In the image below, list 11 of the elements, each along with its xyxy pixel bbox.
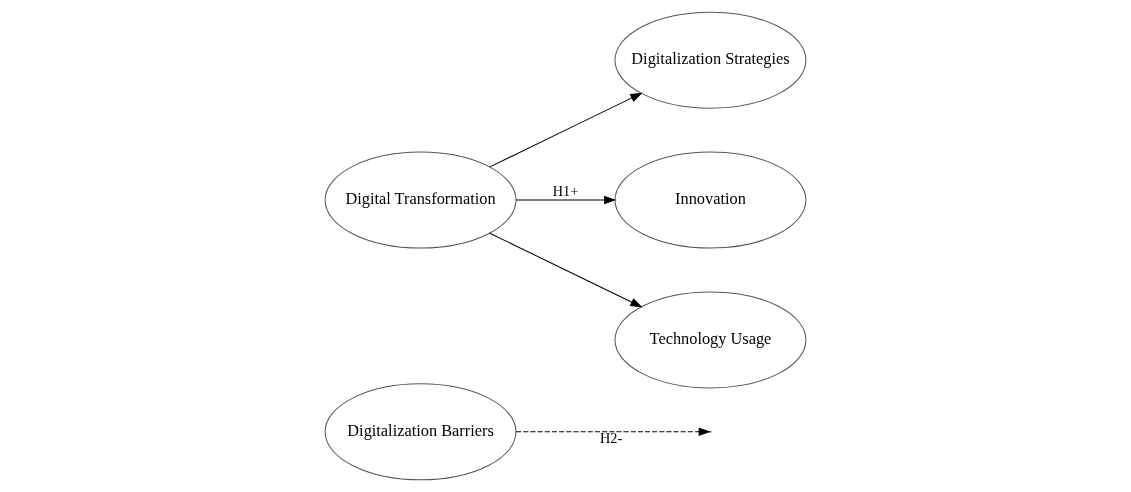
arrow [489,92,643,168]
arrow [489,232,643,308]
node-ellipse: Technology Usage [614,291,807,389]
node-ellipse: Innovation [614,151,807,249]
node-ellipse: Digitalization Barriers [324,383,517,481]
edge-label: H2- [600,430,623,447]
edge-label: H1+ [552,183,579,200]
arrow [515,427,711,437]
node-ellipse: Digitalization Strategies [614,11,807,109]
arrow [515,195,617,205]
node-ellipse: Digital Transformation [324,151,517,249]
